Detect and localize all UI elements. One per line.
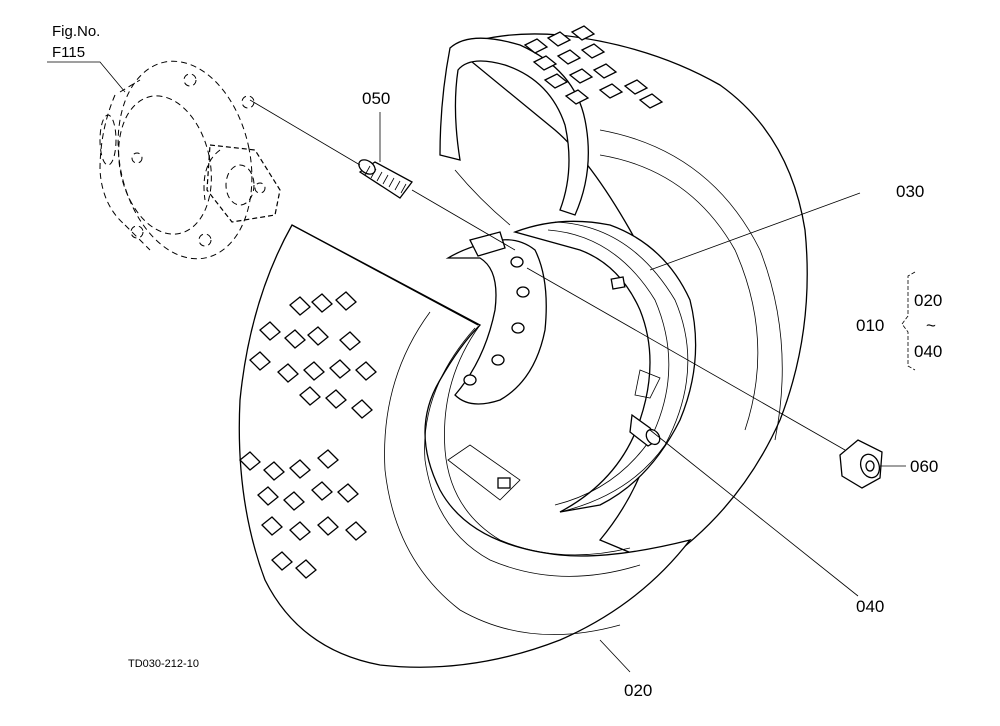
callout-040: 040 <box>856 597 884 616</box>
hub-flange-drawing <box>99 60 281 260</box>
tread-blocks-top <box>523 25 664 109</box>
stud-bolt-drawing <box>358 159 413 199</box>
group-assembly-label: 010 <box>856 316 884 335</box>
figure-number-label: F115 <box>52 44 85 61</box>
tread-blocks-front <box>239 291 377 579</box>
group-range-mark: ~ <box>926 316 936 335</box>
callout-020: 020 <box>624 681 652 700</box>
group-bracket <box>901 271 916 371</box>
group-to-label: 040 <box>914 342 942 361</box>
group-from-label: 020 <box>914 291 942 310</box>
tire-front-section <box>238 224 692 668</box>
callout-050: 050 <box>362 89 390 108</box>
tire-back-section <box>439 25 808 566</box>
drawing-code-label: TD030-212-10 <box>128 658 199 670</box>
leader-lines <box>47 61 906 673</box>
valve-stem-drawing <box>629 369 661 447</box>
figure-caption-label: Fig.No. <box>52 23 100 40</box>
wheel-nut-drawing <box>839 439 883 489</box>
callout-060: 060 <box>910 457 938 476</box>
callout-030: 030 <box>896 182 924 201</box>
